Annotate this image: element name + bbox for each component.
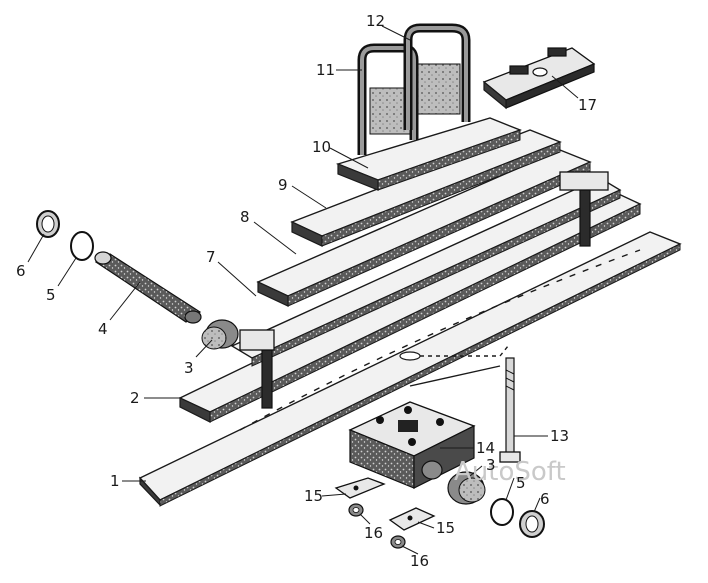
lock-plate-15-lower [388,507,436,531]
callout-8: 8 [240,208,250,226]
lock-plate-15-upper [334,477,386,499]
callout-12: 12 [366,12,385,30]
nut-16-lower [390,535,406,549]
rebound-clip-front [239,329,275,409]
bolt-13 [499,357,521,463]
leaf-8 [256,149,592,307]
seal-ring-5-left [70,231,94,261]
callout-15-upper: 15 [304,487,323,505]
spring-pin-4 [94,251,202,324]
washer-6-left [36,210,60,238]
main-leaf-1 [138,231,682,507]
bushing-3-right [447,471,486,505]
callout-1: 1 [110,472,120,490]
callout-3-right: 3 [486,456,496,474]
callout-16-upper: 16 [364,524,383,542]
callout-7: 7 [206,248,216,266]
callout-17: 17 [578,96,597,114]
leaf-9 [290,129,562,247]
callout-5-right: 5 [516,474,526,492]
callout-10: 10 [312,138,331,156]
leaf-10 [335,117,522,191]
callout-4: 4 [98,320,108,338]
bushing-3-left [201,319,239,350]
leader-lines [27,25,579,555]
leaf-2 [178,189,642,423]
u-bolt-11 [357,43,419,155]
callout-6-right: 6 [540,490,550,508]
callout-11: 11 [316,61,335,79]
spring-bracket-14 [348,401,476,489]
spring-pad-17 [482,47,596,110]
leaf-7 [230,177,622,367]
nut-16-upper [348,503,364,517]
watermark-text: AutoSoft [454,457,566,487]
u-bolt-12 [403,23,471,130]
callout-2: 2 [130,389,140,407]
rebound-clip-rear [559,171,609,247]
callout-9: 9 [278,176,288,194]
callout-15-lower: 15 [436,519,455,537]
callout-5-left: 5 [46,286,56,304]
washer-6-right [519,510,545,538]
callout-3-left: 3 [184,359,194,377]
callout-14: 14 [476,439,495,457]
seal-ring-5-right [490,498,514,526]
callout-13: 13 [550,427,569,445]
callout-16-lower: 16 [410,552,429,570]
callout-6-left: 6 [16,262,26,280]
